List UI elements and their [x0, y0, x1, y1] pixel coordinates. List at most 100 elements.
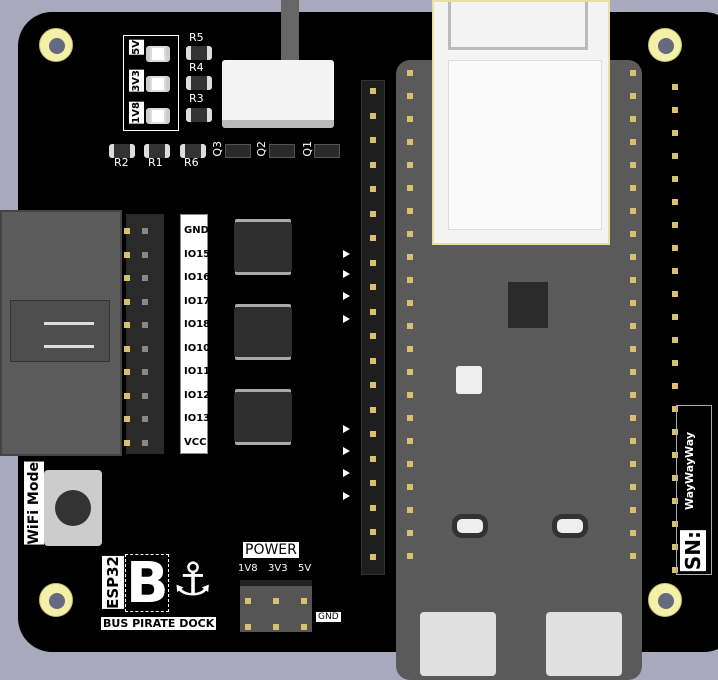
- esp-pin: [672, 176, 678, 182]
- connector-key: [10, 300, 110, 362]
- pin-label: IO11: [184, 366, 211, 377]
- esp-pin: [407, 254, 413, 260]
- esp-pin: [407, 277, 413, 283]
- resistor-label: R4: [189, 61, 204, 74]
- header-pin: [370, 161, 376, 168]
- esp-pin: [630, 346, 636, 352]
- esp-pin: [407, 139, 413, 145]
- led-label-5v: 5V: [129, 40, 144, 55]
- esp-pin: [672, 383, 678, 389]
- esp-pin: [630, 185, 636, 191]
- boot-button[interactable]: [452, 514, 488, 538]
- esp-pin: [407, 484, 413, 490]
- esp-pin: [407, 231, 413, 237]
- power-slide-switch[interactable]: [222, 60, 334, 128]
- anchor-icon: ⚓: [172, 552, 214, 606]
- esp-pin: [672, 521, 678, 527]
- esp-pin: [407, 461, 413, 467]
- button-cap[interactable]: [55, 490, 91, 526]
- connector-pin: [142, 251, 148, 258]
- esp-pin: [407, 507, 413, 513]
- switch-handle[interactable]: [281, 0, 299, 62]
- led-5v: [146, 46, 170, 62]
- arrow-marker: [343, 469, 350, 477]
- esp-pin: [672, 268, 678, 274]
- connector-pin: [124, 322, 130, 328]
- esp-pin: [407, 415, 413, 421]
- transistor-q2: [269, 144, 295, 158]
- esp-pin: [672, 337, 678, 343]
- connector-pin: [142, 369, 148, 375]
- header-pin: [273, 624, 279, 630]
- header-pin: [370, 259, 376, 266]
- resistor-label: R3: [189, 92, 204, 105]
- mounting-hole: [39, 28, 73, 62]
- connector-pin: [142, 322, 148, 328]
- esp-pin: [630, 415, 636, 421]
- esp-pin: [630, 438, 636, 444]
- led-label-3v3: 3V3: [129, 70, 144, 92]
- header-pin: [370, 406, 376, 413]
- mounting-hole: [648, 28, 682, 62]
- header-pin: [245, 624, 251, 630]
- resistor-r2: [109, 144, 135, 158]
- usb-port-2[interactable]: [546, 612, 622, 676]
- esp-pin: [672, 452, 678, 458]
- esp-pin: [407, 208, 413, 214]
- pin-label: IO10: [184, 342, 211, 354]
- header-pin: [370, 504, 376, 511]
- power-jumper-header[interactable]: [240, 580, 312, 632]
- serial-box: [676, 405, 712, 575]
- connector-slot: [44, 322, 94, 325]
- esp-pin: [672, 199, 678, 205]
- esp-pin: [407, 392, 413, 398]
- header-pin: [370, 553, 376, 560]
- level-shifter-ic: [234, 392, 292, 442]
- resistor-r1: [144, 144, 170, 158]
- header-pin: [370, 186, 376, 192]
- esp-pin: [672, 475, 678, 481]
- connector-pin: [142, 228, 148, 234]
- transistor-q3: [225, 144, 251, 158]
- header-pin: [301, 598, 307, 604]
- arrow-marker: [343, 315, 350, 323]
- connector-pin: [124, 369, 130, 375]
- connector-slot: [44, 345, 94, 348]
- header-pin: [370, 284, 376, 290]
- esp-pin: [407, 369, 413, 375]
- pin-label: GND: [184, 225, 209, 236]
- esp-pin: [630, 277, 636, 283]
- connector-pin: [142, 416, 148, 422]
- power-option-3v3: 3V3: [268, 563, 288, 574]
- esp-pin: [630, 254, 636, 260]
- esp-pin: [630, 553, 636, 559]
- esp-pin: [407, 346, 413, 352]
- usb-port-1[interactable]: [420, 612, 496, 676]
- resistor-r3: [186, 108, 212, 122]
- header-pin: [370, 480, 376, 486]
- pin-label: IO18: [184, 319, 211, 330]
- esp-pin: [630, 484, 636, 490]
- pin-label: IO16: [184, 272, 211, 283]
- esp-pin: [630, 162, 636, 168]
- pin-label-strip: [180, 214, 208, 454]
- bus-pirate-logo: B: [125, 551, 169, 616]
- connector-pin: [124, 251, 130, 258]
- esp-pin: [630, 208, 636, 214]
- reset-button[interactable]: [552, 514, 588, 538]
- header-pin: [370, 357, 376, 364]
- esp-pin: [630, 392, 636, 398]
- esp-pin: [672, 291, 678, 297]
- header-pin: [370, 235, 376, 241]
- arrow-marker: [343, 425, 350, 433]
- connector-pin: [142, 392, 148, 399]
- power-title: POWER: [243, 542, 299, 558]
- gnd-label: GND: [316, 612, 341, 622]
- connector-pin: [142, 298, 148, 305]
- esp-pin: [630, 507, 636, 513]
- header-pin: [370, 308, 376, 315]
- esp-pin: [630, 93, 636, 99]
- esp-pin: [672, 498, 678, 504]
- esp-pin: [630, 70, 636, 76]
- resistor-label: R6: [184, 156, 199, 169]
